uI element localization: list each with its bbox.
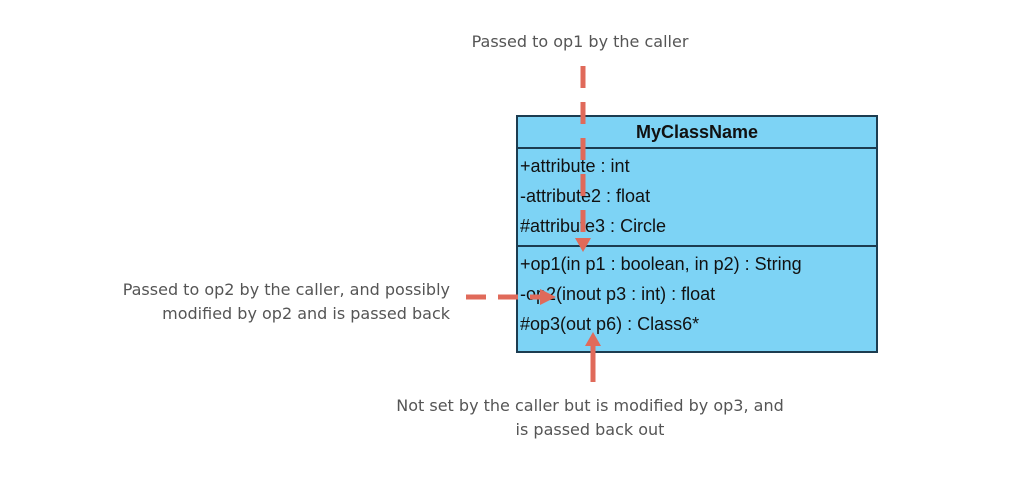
class-name: MyClassName bbox=[518, 117, 876, 149]
operation-row: #op3(out p6) : Class6* bbox=[520, 314, 700, 334]
operation-row: +op1(in p1 : boolean, in p2) : String bbox=[520, 254, 802, 274]
operations-compartment: +op1(in p1 : boolean, in p2) : String -o… bbox=[518, 247, 876, 343]
attribute-row: #attribute3 : Circle bbox=[520, 216, 667, 236]
uml-class-box[interactable]: MyClassName +attribute : int -attribute2… bbox=[516, 115, 878, 353]
note-bottom-line1: Not set by the caller but is modified by… bbox=[396, 396, 784, 415]
note-left-line1: Passed to op2 by the caller, and possibl… bbox=[122, 280, 450, 299]
note-passed-to-op2: Passed to op2 by the caller, and possibl… bbox=[10, 278, 450, 326]
note-top-text: Passed to op1 by the caller bbox=[471, 32, 689, 51]
attributes-compartment: +attribute : int -attribute2 : float #at… bbox=[518, 149, 876, 247]
note-left-line2: modified by op2 and is passed back bbox=[162, 304, 450, 323]
note-bottom-line2: is passed back out bbox=[515, 420, 665, 439]
note-op3-out: Not set by the caller but is modified by… bbox=[290, 394, 890, 442]
attribute-row: +attribute : int bbox=[520, 156, 630, 176]
attribute-row: -attribute2 : float bbox=[520, 186, 651, 206]
note-passed-to-op1: Passed to op1 by the caller bbox=[370, 30, 790, 54]
operation-row: -op2(inout p3 : int) : float bbox=[520, 284, 716, 304]
